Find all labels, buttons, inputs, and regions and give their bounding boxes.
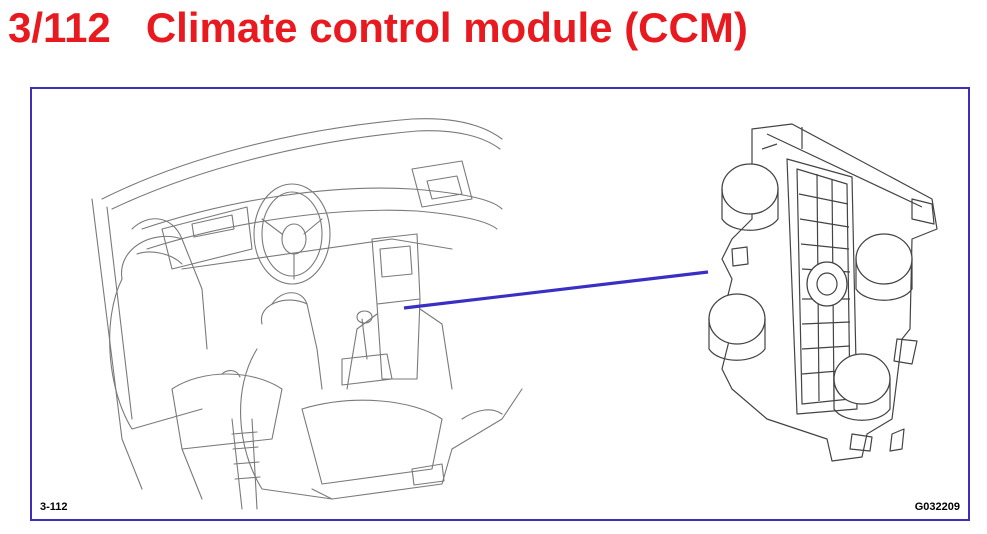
section-title: Climate control module (CCM)	[145, 4, 748, 51]
section-number: 3/112	[8, 4, 111, 51]
figure-frame: 3-112 G032209	[30, 87, 970, 521]
ccm-module-drawing	[708, 123, 938, 462]
illustration	[91, 118, 938, 510]
pointer-line	[403, 270, 709, 310]
car-interior-drawing	[91, 118, 523, 510]
figure-code-right: G032209	[914, 501, 960, 513]
figure-code-left: 3-112	[40, 501, 68, 513]
page-title: 3/112 Climate control module (CCM)	[8, 2, 748, 54]
